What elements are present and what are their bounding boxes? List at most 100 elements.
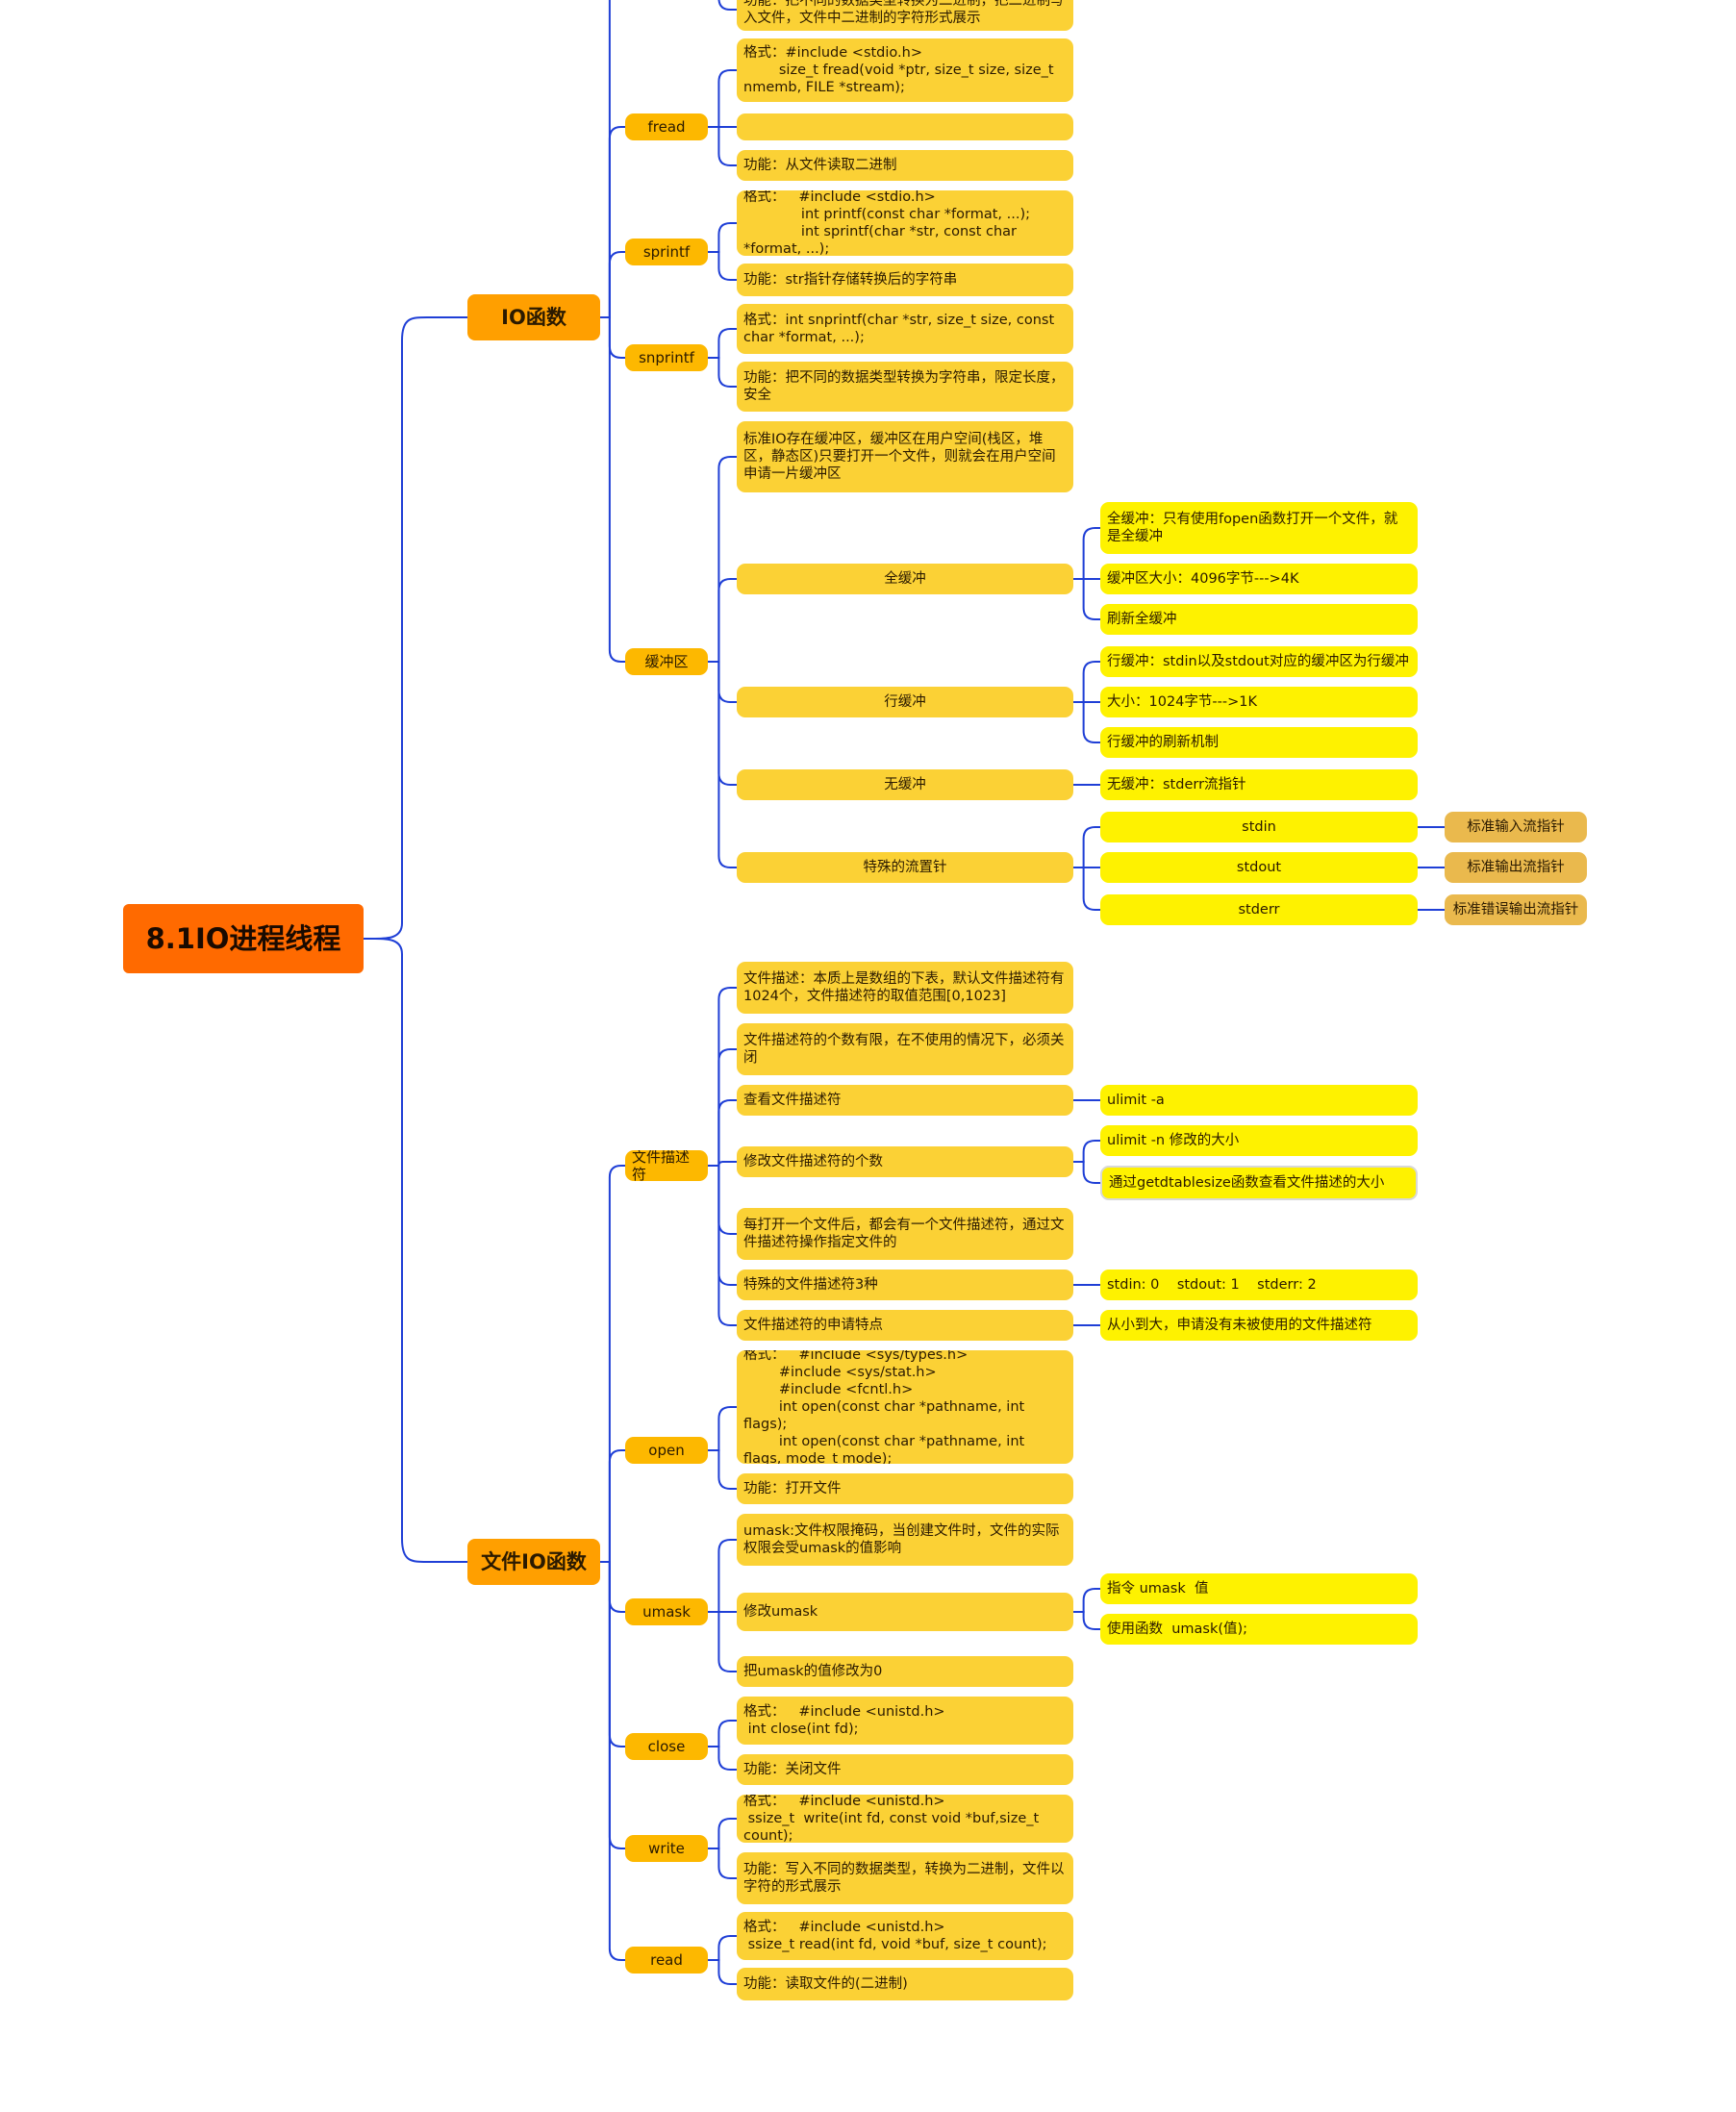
- topic-no-buffer[interactable]: 无缓冲: [737, 769, 1073, 800]
- fd-limited-note[interactable]: 文件描述符的个数有限，在不使用的情况下，必须关闭: [737, 1023, 1073, 1075]
- line-buffer-size[interactable]: 大小：1024字节--->1K: [1100, 687, 1418, 717]
- connector-topic-file-descriptor-to-fd-view-topic: [708, 1099, 737, 1167]
- stream-stdout[interactable]: stdout: [1100, 852, 1418, 883]
- connector-fd-modify-topic-to-fd-getdtablesize-note: [1073, 1161, 1100, 1184]
- topic-full-buffer[interactable]: 全缓冲: [737, 564, 1073, 594]
- read-function-note[interactable]: 功能：读取文件的(二进制): [737, 1968, 1073, 2000]
- root-node[interactable]: 8.1IO进程线程: [123, 904, 364, 973]
- connector-topic-file-descriptor-to-fd-special-topic: [708, 1165, 737, 1286]
- topic-open[interactable]: open: [625, 1437, 708, 1464]
- topic-buffer[interactable]: 缓冲区: [625, 648, 708, 675]
- close-format-note[interactable]: 格式： #include <unistd.h> int close(int fd…: [737, 1697, 1073, 1745]
- fd-allocation-rule[interactable]: 从小到大，申请没有未被使用的文件描述符: [1100, 1310, 1418, 1341]
- connector-topic-buffer-to-buffer-description-note: [708, 456, 737, 663]
- branch-io-functions[interactable]: IO函数: [467, 294, 600, 340]
- connector-root-node-to-branch-io-functions: [364, 316, 467, 940]
- stream-stderr[interactable]: stderr: [1100, 894, 1418, 925]
- topic-file-descriptor[interactable]: 文件描述符: [625, 1150, 708, 1181]
- read-format-note[interactable]: 格式： #include <unistd.h> ssize_t read(int…: [737, 1912, 1073, 1960]
- connector-topic-file-descriptor-to-fd-per-file-note: [708, 1165, 737, 1235]
- topic-read[interactable]: read: [625, 1947, 708, 1974]
- connector-topic-close-to-close-function-note: [708, 1746, 737, 1771]
- fd-allocation-topic[interactable]: 文件描述符的申请特点: [737, 1310, 1073, 1341]
- snprintf-format-note[interactable]: 格式：int snprintf(char *str, size_t size, …: [737, 304, 1073, 354]
- topic-write[interactable]: write: [625, 1835, 708, 1862]
- connector-topic-write-to-write-function-note: [708, 1848, 737, 1879]
- fd-special-topic[interactable]: 特殊的文件描述符3种: [737, 1270, 1073, 1300]
- line-buffer-definition[interactable]: 行缓冲：stdin以及stdout对应的缓冲区为行缓冲: [1100, 646, 1418, 677]
- branch-file-io-functions[interactable]: 文件IO函数: [467, 1539, 600, 1585]
- stream-stdin[interactable]: stdin: [1100, 812, 1418, 842]
- fd-description-note[interactable]: 文件描述：本质上是数组的下表，默认文件描述符有1024个，文件描述符的取值范围[…: [737, 962, 1073, 1014]
- write-format-note[interactable]: 格式： #include <unistd.h> ssize_t write(in…: [737, 1795, 1073, 1843]
- no-buffer-definition[interactable]: 无缓冲：stderr流指针: [1100, 769, 1418, 800]
- connector-branch-io-functions-to-topic-sprintf: [600, 251, 625, 318]
- umask-function[interactable]: 使用函数 umask(值);: [1100, 1614, 1418, 1645]
- connector-branch-file-io-functions-to-topic-open: [600, 1449, 625, 1563]
- connector-topic-file-descriptor-to-fd-description-note: [708, 987, 737, 1167]
- umask-description-note[interactable]: umask:文件权限掩码，当创建文件时，文件的实际权限会受umask的值影响: [737, 1514, 1073, 1566]
- topic-fread[interactable]: fread: [625, 113, 708, 140]
- fread-empty-note[interactable]: [737, 113, 1073, 140]
- full-buffer-definition[interactable]: 全缓冲：只有使用fopen函数打开一个文件，就是全缓冲: [1100, 502, 1418, 554]
- full-buffer-flush[interactable]: 刷新全缓冲: [1100, 604, 1418, 635]
- full-buffer-size[interactable]: 缓冲区大小：4096字节--->4K: [1100, 564, 1418, 594]
- connector-topic-umask-to-umask-description-note: [708, 1539, 737, 1613]
- open-format-note[interactable]: 格式： #include <sys/types.h> #include <sys…: [737, 1350, 1073, 1464]
- connector-branch-io-functions-to-topic-buffer: [600, 316, 625, 663]
- stdin-description[interactable]: 标准输入流指针: [1445, 812, 1587, 842]
- fd-modify-topic[interactable]: 修改文件描述符的个数: [737, 1146, 1073, 1177]
- connector-topic-buffer-to-topic-full-buffer: [708, 578, 737, 663]
- connector-topic-full-buffer-to-full-buffer-definition: [1073, 527, 1100, 580]
- write-function-note[interactable]: 功能：写入不同的数据类型，转换为二进制，文件以字符的形式展示: [737, 1852, 1073, 1904]
- connector-topic-file-descriptor-to-fd-limited-note: [708, 1048, 737, 1167]
- sprintf-format-note[interactable]: 格式： #include <stdio.h> int printf(const …: [737, 190, 1073, 256]
- connector-topic-sprintf-to-sprintf-function-note: [708, 251, 737, 281]
- umask-zero-note[interactable]: 把umask的值修改为0: [737, 1656, 1073, 1687]
- topic-sprintf[interactable]: sprintf: [625, 239, 708, 265]
- fd-per-file-note[interactable]: 每打开一个文件后，都会有一个文件描述符，通过文件描述符操作指定文件的: [737, 1208, 1073, 1260]
- connector-root-node-to-branch-file-io-functions: [364, 938, 467, 1563]
- topic-special-stream-pointers[interactable]: 特殊的流置针: [737, 852, 1073, 883]
- stderr-description[interactable]: 标准错误输出流指针: [1445, 894, 1587, 925]
- topic-umask[interactable]: umask: [625, 1598, 708, 1625]
- connector-topic-buffer-to-topic-special-stream-pointers: [708, 661, 737, 868]
- connector-topic-line-buffer-to-line-buffer-flush: [1073, 701, 1100, 743]
- connector-fd-modify-topic-to-fd-modify-command: [1073, 1140, 1100, 1163]
- fd-modify-command[interactable]: ulimit -n 修改的大小: [1100, 1125, 1418, 1156]
- connector-topic-read-to-read-function-note: [708, 1959, 737, 1985]
- connector-topic-fread-to-fread-format-note: [708, 69, 737, 128]
- topic-line-buffer[interactable]: 行缓冲: [737, 687, 1073, 717]
- connector-topic-snprintf-to-snprintf-function-note: [708, 357, 737, 388]
- fd-special-values[interactable]: stdin: 0 stdout: 1 stderr: 2: [1100, 1270, 1418, 1300]
- buffer-description-note[interactable]: 标准IO存在缓冲区，缓冲区在用户空间(栈区，堆区，静态区)只要打开一个文件，则就…: [737, 421, 1073, 492]
- connector-topic-umask-to-umask-zero-note: [708, 1611, 737, 1672]
- topic-close[interactable]: close: [625, 1733, 708, 1760]
- connector-topic-file-descriptor-to-fd-allocation-topic: [708, 1165, 737, 1326]
- connector-branch-file-io-functions-to-topic-close: [600, 1561, 625, 1747]
- umask-command[interactable]: 指令 umask 值: [1100, 1573, 1418, 1604]
- connector-branch-io-functions-to-topic-snprintf: [600, 316, 625, 359]
- fwrite-function-note[interactable]: 功能：把不同的数据类型转换为二进制，把二进制写入文件，文件中二进制的字符形式展示: [737, 0, 1073, 31]
- close-function-note[interactable]: 功能：关闭文件: [737, 1754, 1073, 1785]
- line-buffer-flush[interactable]: 行缓冲的刷新机制: [1100, 727, 1418, 758]
- connector-topic-special-stream-pointers-to-stream-stdin: [1073, 826, 1100, 868]
- connector-branch-file-io-functions-to-topic-file-descriptor: [600, 1165, 625, 1563]
- snprintf-function-note[interactable]: 功能：把不同的数据类型转换为字符串，限定长度，安全: [737, 362, 1073, 412]
- fd-getdtablesize-note[interactable]: 通过getdtablesize函数查看文件描述的大小: [1100, 1166, 1418, 1200]
- umask-modify-topic[interactable]: 修改umask: [737, 1593, 1073, 1631]
- fd-view-topic[interactable]: 查看文件描述符: [737, 1085, 1073, 1116]
- stdout-description[interactable]: 标准输出流指针: [1445, 852, 1587, 883]
- sprintf-function-note[interactable]: 功能：str指针存储转换后的字符串: [737, 264, 1073, 296]
- fread-format-note[interactable]: 格式：#include <stdio.h> size_t fread(void …: [737, 38, 1073, 102]
- connector-topic-line-buffer-to-line-buffer-definition: [1073, 661, 1100, 703]
- connector-topic-buffer-to-topic-no-buffer: [708, 661, 737, 786]
- fd-view-command[interactable]: ulimit -a: [1100, 1085, 1418, 1116]
- connector-topic-write-to-write-format-note: [708, 1818, 737, 1849]
- fread-function-note[interactable]: 功能：从文件读取二进制: [737, 150, 1073, 181]
- topic-snprintf[interactable]: snprintf: [625, 344, 708, 371]
- connector-branch-io-functions-to-topic-fread: [600, 126, 625, 318]
- open-function-note[interactable]: 功能：打开文件: [737, 1473, 1073, 1504]
- connector-branch-io-functions-to-topic-fwrite: [600, 0, 611, 318]
